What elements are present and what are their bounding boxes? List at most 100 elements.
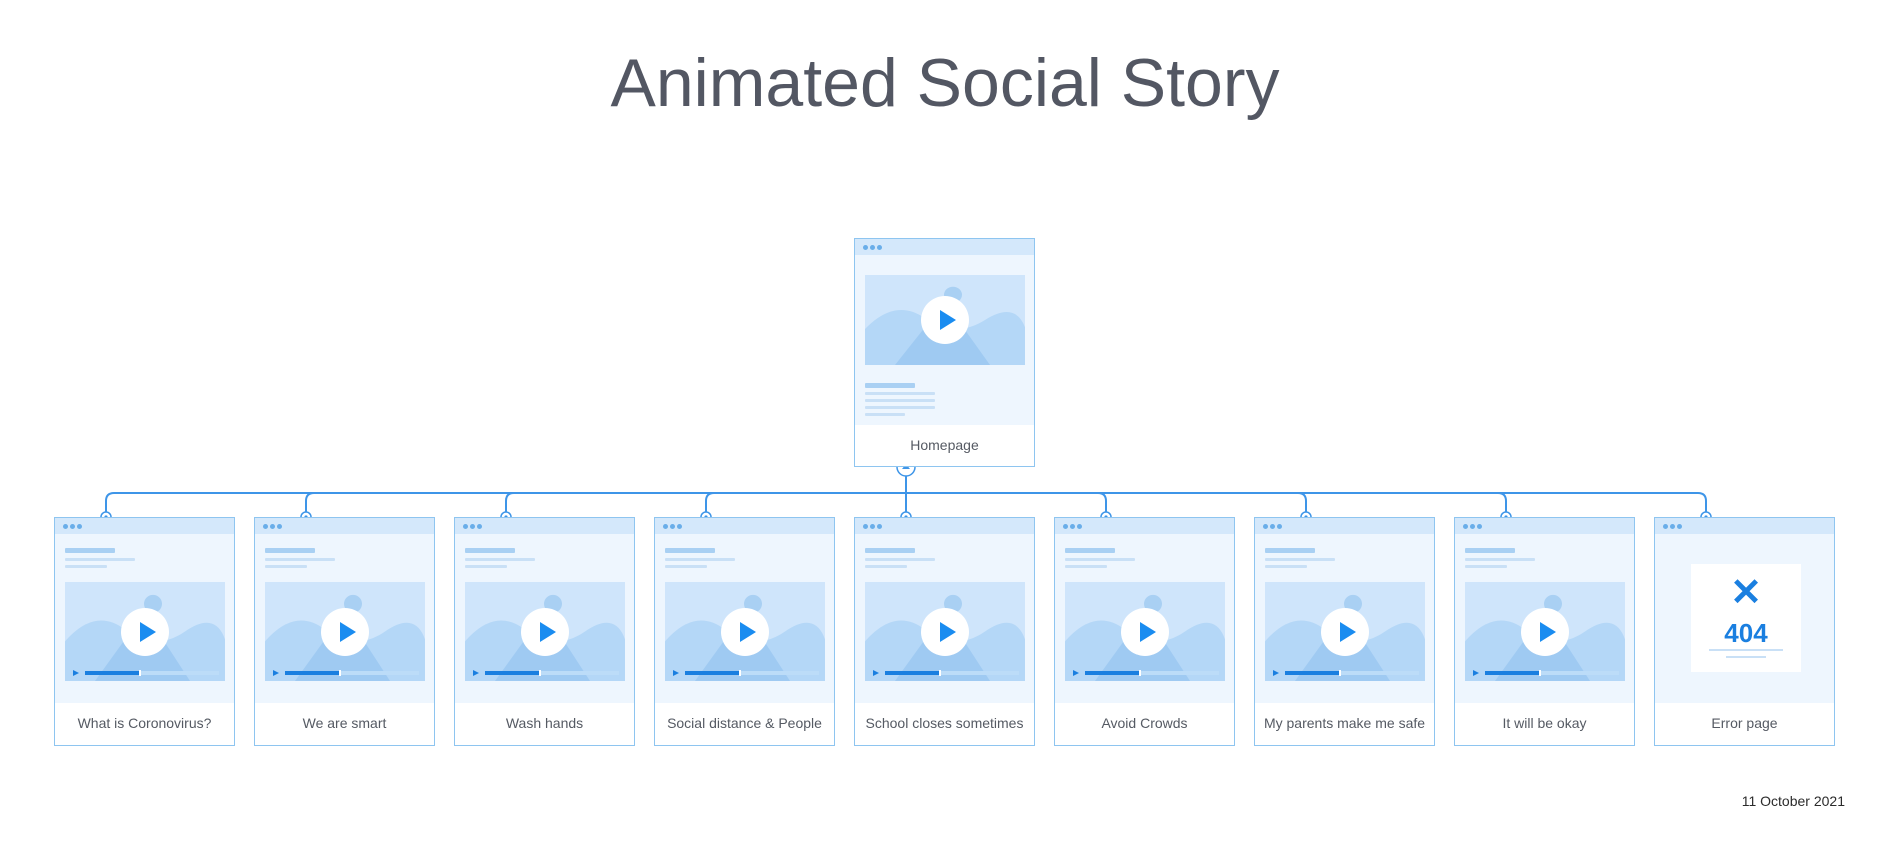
page-content (655, 534, 834, 703)
window-bar (55, 518, 234, 535)
video-thumbnail[interactable] (465, 582, 625, 681)
text-placeholder-line (1265, 548, 1315, 553)
page-card-what-is-coronovirus[interactable]: What is Coronovirus? (54, 517, 235, 746)
page-content (1055, 534, 1234, 703)
play-icon[interactable] (1521, 607, 1569, 656)
small-play-icon[interactable] (673, 670, 679, 676)
small-play-icon[interactable] (473, 670, 479, 676)
small-play-icon[interactable] (873, 670, 879, 676)
progress-knob[interactable] (538, 670, 541, 676)
video-thumbnail[interactable] (65, 582, 225, 681)
play-icon[interactable] (921, 296, 969, 344)
window-bar (855, 518, 1034, 535)
progress-bar[interactable] (1273, 670, 1419, 676)
window-dot (870, 524, 875, 529)
play-icon[interactable] (721, 607, 769, 656)
play-icon[interactable] (1321, 607, 1369, 656)
play-icon[interactable] (1121, 607, 1169, 656)
progress-bar[interactable] (1073, 670, 1219, 676)
progress-knob[interactable] (938, 670, 941, 676)
progress-bar[interactable] (1473, 670, 1619, 676)
page-card-my-parents-make-me-safe[interactable]: My parents make me safe (1254, 517, 1435, 746)
progress-knob[interactable] (138, 670, 141, 676)
small-play-icon[interactable] (1273, 670, 1279, 676)
progress-knob[interactable] (338, 670, 341, 676)
progress-knob[interactable] (1138, 670, 1141, 676)
text-placeholder-line (665, 558, 735, 561)
page-card-social-distance-people[interactable]: Social distance & People (654, 517, 835, 746)
progress-bar[interactable] (73, 670, 219, 676)
text-placeholder-line (1465, 548, 1515, 553)
text-placeholder-line (865, 392, 935, 395)
video-thumbnail[interactable] (1465, 582, 1625, 681)
branch-line (305, 492, 315, 517)
date-stamp: 11 October 2021 (1741, 793, 1845, 809)
video-thumbnail[interactable] (865, 582, 1025, 681)
small-play-icon[interactable] (1073, 670, 1079, 676)
page-label: Wash hands (505, 715, 584, 731)
text-placeholder-line (865, 558, 935, 561)
progress-bar[interactable] (473, 670, 619, 676)
progress-fill (885, 671, 939, 675)
text-placeholder-line (865, 383, 915, 388)
text-placeholder-line (865, 399, 935, 402)
progress-bar[interactable] (873, 670, 1019, 676)
window-bar (1655, 518, 1834, 535)
play-icon[interactable] (921, 607, 969, 656)
page-content (255, 534, 434, 703)
page-card-school-closes-sometimes[interactable]: School closes sometimes (854, 517, 1035, 746)
window-dot (863, 245, 868, 250)
video-thumbnail[interactable] (665, 582, 825, 681)
branch-line (105, 492, 115, 517)
progress-fill (1485, 671, 1539, 675)
window-dot (463, 524, 468, 529)
progress-knob[interactable] (738, 670, 741, 676)
text-placeholder-line (1065, 548, 1115, 553)
page-card-homepage[interactable]: Homepage (854, 238, 1035, 467)
window-dot (1470, 524, 1475, 529)
window-dot (263, 524, 268, 529)
page-card-it-will-be-okay[interactable]: It will be okay (1454, 517, 1635, 746)
small-play-icon[interactable] (273, 670, 279, 676)
text-placeholder-line (665, 548, 715, 553)
play-icon[interactable] (321, 607, 369, 656)
progress-bar[interactable] (673, 670, 819, 676)
text-placeholder-line (1265, 565, 1307, 568)
text-placeholder-line (465, 558, 535, 561)
play-icon[interactable] (121, 607, 169, 656)
progress-knob[interactable] (1338, 670, 1341, 676)
window-dot (1270, 524, 1275, 529)
text-placeholder-line (265, 558, 335, 561)
text-placeholder-line (265, 548, 315, 553)
progress-fill (685, 671, 739, 675)
window-dot (870, 245, 875, 250)
page-card-avoid-crowds[interactable]: Avoid Crowds (1054, 517, 1235, 746)
branch-line (1697, 492, 1707, 517)
progress-bar[interactable] (273, 670, 419, 676)
window-dot (1663, 524, 1668, 529)
error-panel: ✕404 (1691, 564, 1801, 672)
video-thumbnail[interactable] (865, 275, 1025, 365)
window-dot (1070, 524, 1075, 529)
window-dot (470, 524, 475, 529)
text-placeholder-line (865, 406, 935, 409)
page-card-wash-hands[interactable]: Wash hands (454, 517, 635, 746)
window-bar (1055, 518, 1234, 535)
window-bar (655, 518, 834, 535)
window-dot (277, 524, 282, 529)
progress-fill (285, 671, 339, 675)
window-dot (1077, 524, 1082, 529)
page-label: Social distance & People (667, 715, 822, 731)
video-thumbnail[interactable] (1065, 582, 1225, 681)
page-content (855, 534, 1034, 703)
window-dot (663, 524, 668, 529)
progress-knob[interactable] (1538, 670, 1541, 676)
video-thumbnail[interactable] (265, 582, 425, 681)
page-card-we-are-smart[interactable]: We are smart (254, 517, 435, 746)
play-icon[interactable] (521, 607, 569, 656)
small-play-icon[interactable] (73, 670, 79, 676)
window-dot (1263, 524, 1268, 529)
video-thumbnail[interactable] (1265, 582, 1425, 681)
small-play-icon[interactable] (1473, 670, 1479, 676)
